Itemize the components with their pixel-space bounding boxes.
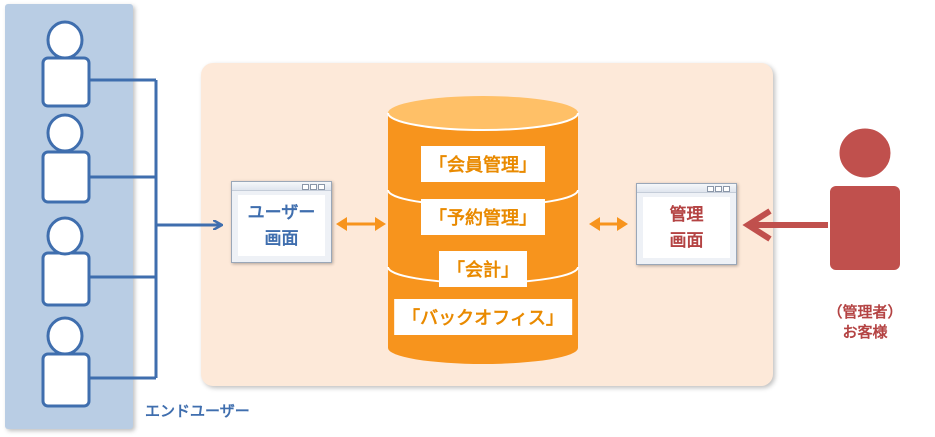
end-user-label: エンドユーザー <box>145 402 250 420</box>
double-arrow-icon-right <box>589 217 628 231</box>
admin-arrow-icon <box>742 208 828 242</box>
admin-label-line1: （管理者） <box>827 303 903 321</box>
double-arrow-icon-left <box>336 217 386 231</box>
user-screen-line1: ユーザー <box>247 202 316 223</box>
user-screen-label: ユーザー 画面 <box>238 195 325 256</box>
end-user-person-icon-3 <box>41 216 91 307</box>
db-module-membership: 「会員管理」 <box>421 146 545 182</box>
db-module-accounting: 「会計」 <box>439 251 527 287</box>
user-connector-lines <box>89 78 221 380</box>
admin-person-icon <box>830 125 900 270</box>
db-module-reservation: 「予約管理」 <box>421 199 545 235</box>
end-user-person-icon-2 <box>41 113 91 204</box>
minimize-icon <box>707 186 714 192</box>
minimize-icon <box>302 184 309 190</box>
end-user-person-icon-4 <box>41 316 91 408</box>
maximize-icon <box>715 186 722 192</box>
admin-screen-label: 管理 画面 <box>643 197 730 258</box>
maximize-icon <box>310 184 317 190</box>
admin-screen-line2: 画面 <box>669 230 704 251</box>
window-titlebar <box>232 182 331 191</box>
close-icon <box>723 186 730 192</box>
admin-screen-line1: 管理 <box>669 204 704 225</box>
admin-screen-window: 管理 画面 <box>636 183 737 265</box>
close-icon <box>318 184 325 190</box>
admin-label-line2: お客様 <box>842 323 888 341</box>
user-screen-line2: 画面 <box>264 228 299 249</box>
user-screen-window: ユーザー 画面 <box>231 181 332 263</box>
window-titlebar <box>637 184 736 193</box>
end-user-person-icon-1 <box>41 20 91 108</box>
admin-label: （管理者） お客様 <box>806 302 924 342</box>
db-module-back-office: 「バックオフィス」 <box>394 299 572 335</box>
